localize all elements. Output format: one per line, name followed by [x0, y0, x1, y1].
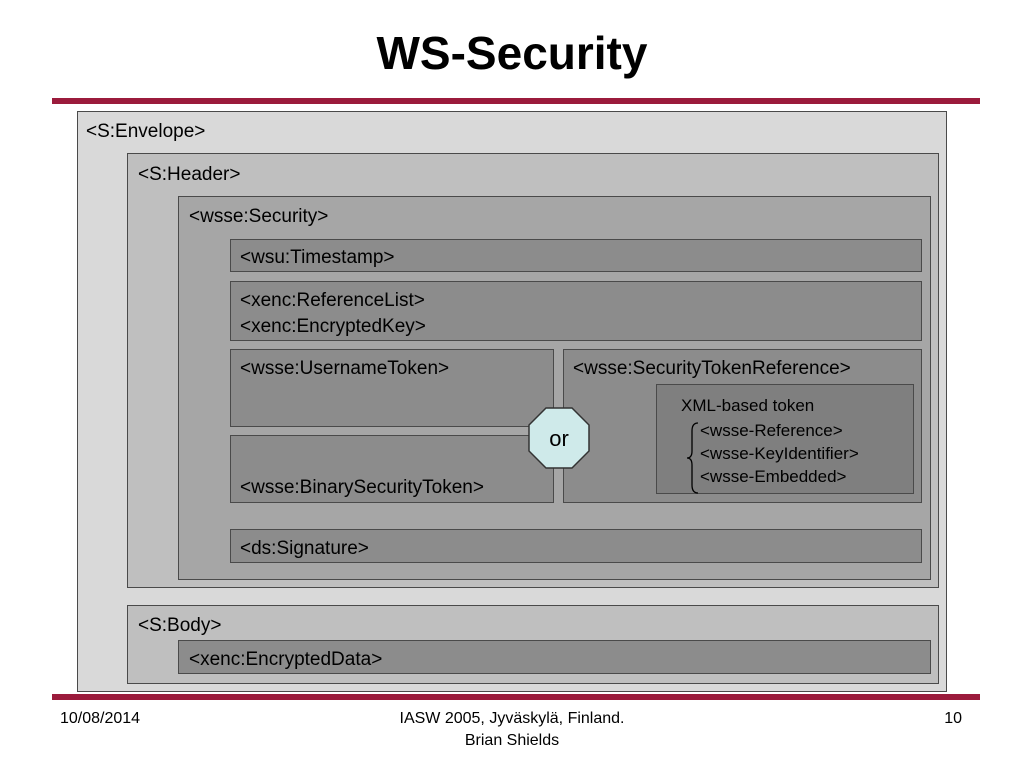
- signature-box: [230, 529, 922, 563]
- xml-token-item: <wsse-KeyIdentifier>: [700, 444, 859, 463]
- security-token-reference-label: <wsse:SecurityTokenReference>: [573, 358, 851, 379]
- or-label: or: [549, 426, 569, 451]
- footer-event: IASW 2005, Jyväskylä, Finland.: [399, 710, 625, 727]
- footer-author: Brian Shields: [464, 732, 560, 749]
- username-token-box: [230, 349, 554, 427]
- timestamp-box: [230, 239, 922, 272]
- body-label: <S:Body>: [138, 615, 222, 636]
- binary-security-token-box: [230, 435, 554, 503]
- signature-label: <ds:Signature>: [240, 538, 369, 559]
- reference-list-label: <xenc:ReferenceList>: [240, 290, 425, 311]
- slide-title: WS-Security: [376, 27, 648, 79]
- security-label: <wsse:Security>: [189, 206, 329, 227]
- timestamp-label: <wsu:Timestamp>: [240, 247, 395, 268]
- header-label: <S:Header>: [138, 164, 241, 185]
- footer-date: 10/08/2014: [60, 710, 141, 727]
- bottom-divider: [52, 694, 980, 700]
- encrypted-data-label: <xenc:EncryptedData>: [189, 649, 383, 670]
- or-octagon-icon: [528, 407, 590, 469]
- binary-security-token-label: <wsse:BinarySecurityToken>: [240, 477, 484, 498]
- xml-token-item: <wsse-Reference>: [700, 421, 843, 440]
- top-divider: [52, 98, 980, 104]
- xml-token-heading: XML-based token: [681, 396, 815, 415]
- envelope-label: <S:Envelope>: [86, 121, 206, 142]
- page-number: 10: [944, 710, 962, 727]
- encrypted-data-box: [178, 640, 931, 674]
- curly-brace-icon: [686, 422, 699, 494]
- encrypted-key-label: <xenc:EncryptedKey>: [240, 316, 426, 337]
- xml-token-item: <wsse-Embedded>: [700, 467, 847, 486]
- username-token-label: <wsse:UsernameToken>: [240, 358, 450, 379]
- encryption-box: [230, 281, 922, 341]
- xml-token-box: [656, 384, 914, 494]
